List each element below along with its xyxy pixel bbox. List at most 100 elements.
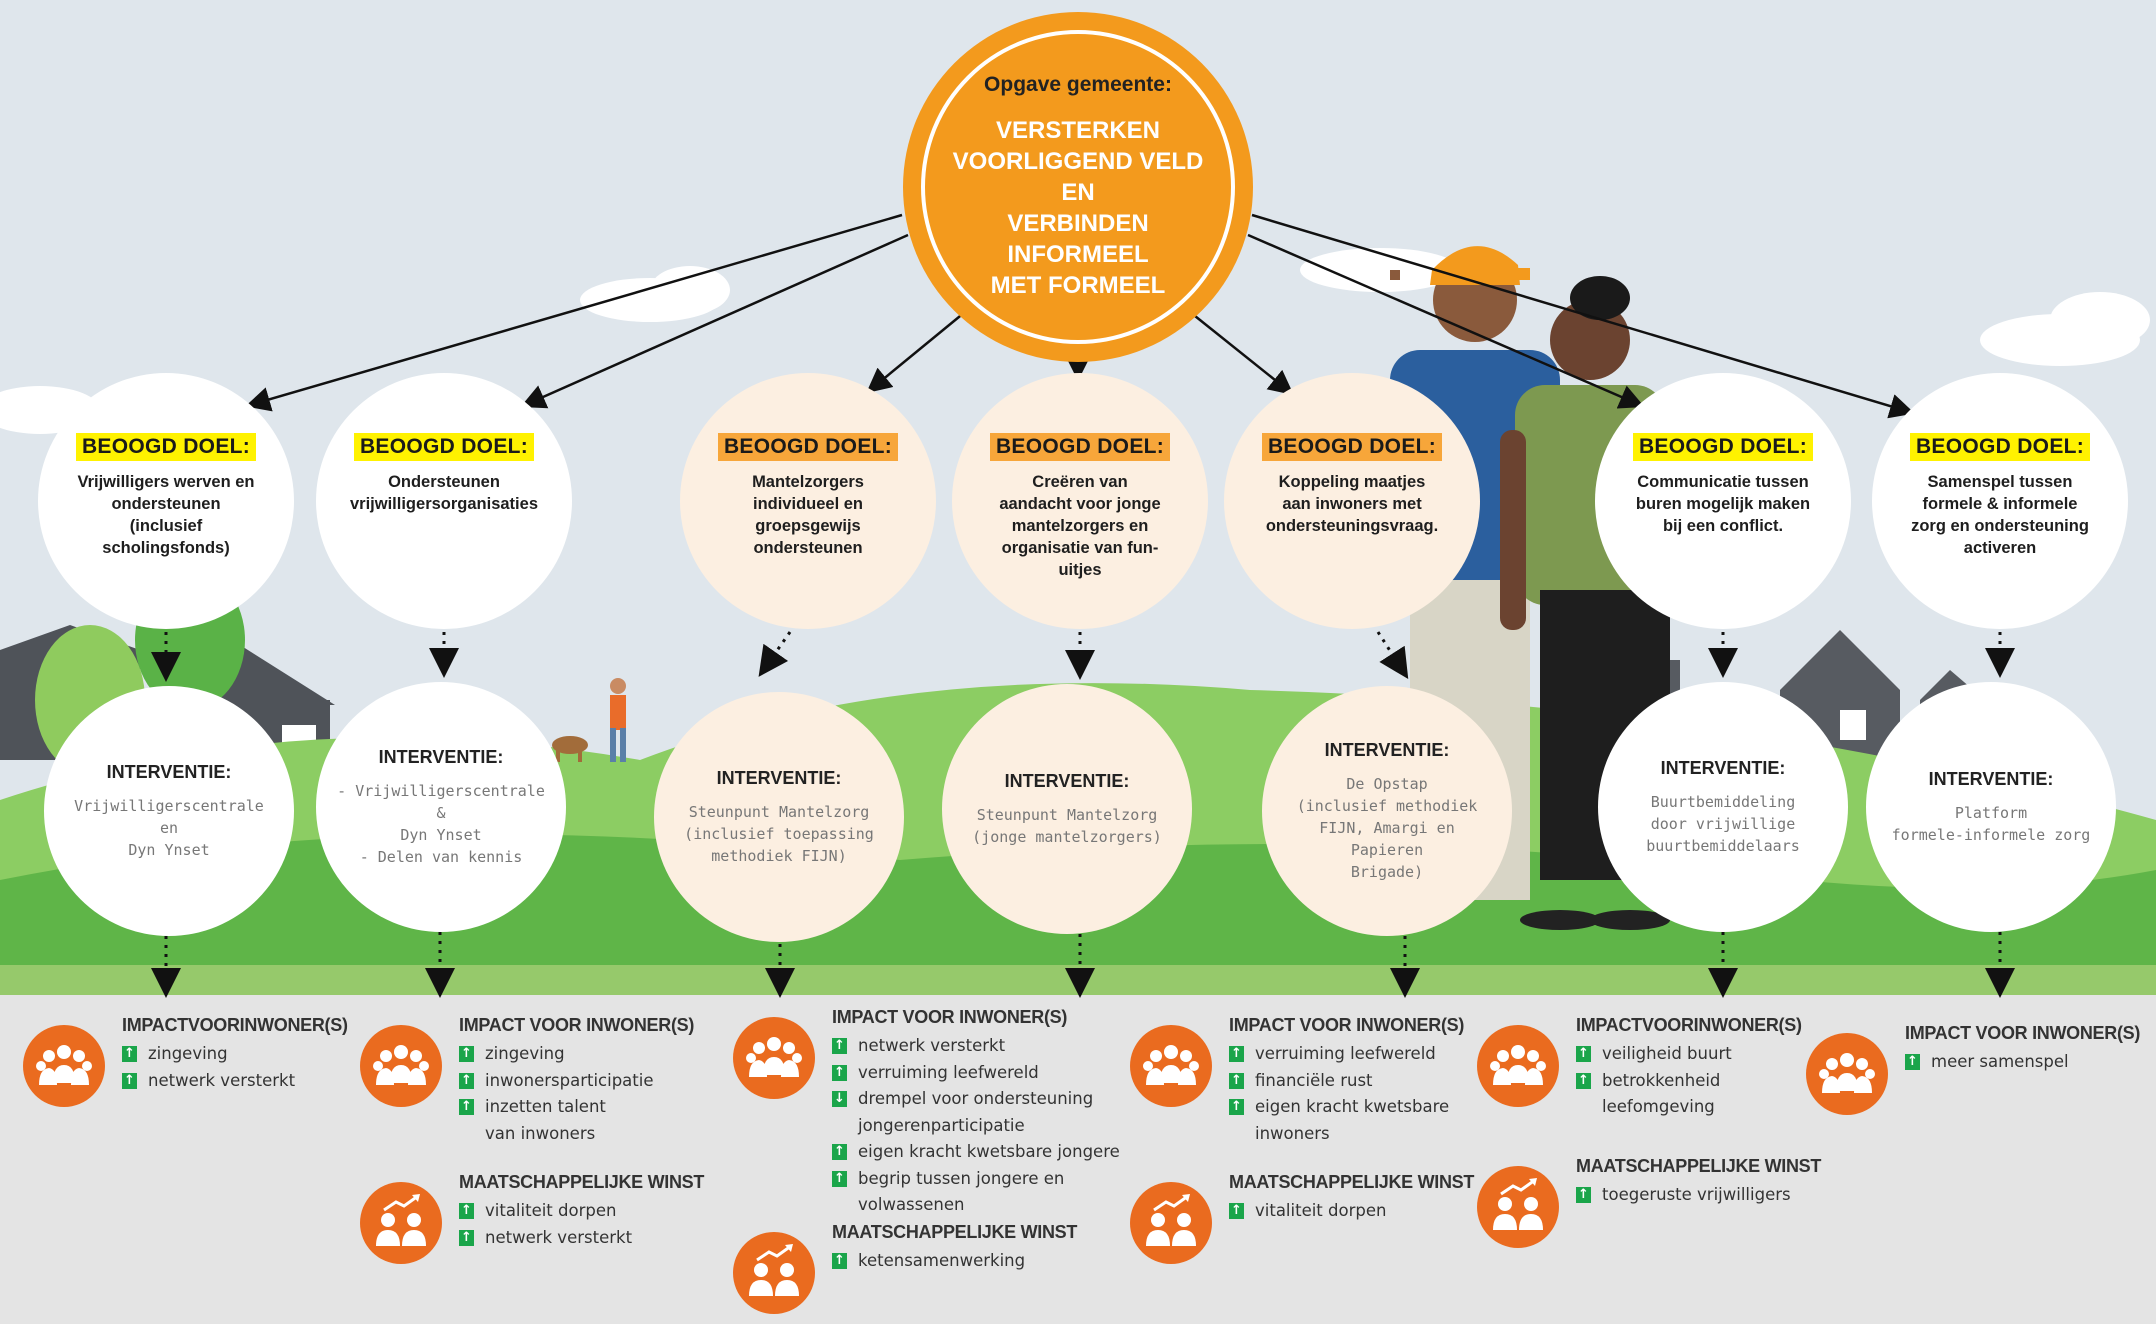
connector-arrow (1189, 311, 1294, 396)
impact-item: ↓drempel voor ondersteuning (832, 1086, 1120, 1113)
intervention-label: INTERVENTIE: (378, 746, 504, 767)
goal-hub-inner: Opgave gemeente: VERSTERKEN VOORLIGGEND … (921, 30, 1235, 344)
impact-list: ↑zingeving↑netwerk versterkt (122, 1041, 295, 1094)
impact-item-text: begrip tussen jongere en (858, 1168, 1065, 1188)
walker-with-dog-icon (552, 678, 626, 762)
impact-item: ↑ eigen kracht kwetsbare jongere (832, 1139, 1120, 1166)
arrow-up-icon: ↑ (1229, 1099, 1244, 1115)
impact-item: ↑eigen kracht kwetsbare (1229, 1094, 1449, 1121)
arrow-up-icon: ↑ (459, 1046, 474, 1062)
growth-people-icon (360, 1182, 442, 1264)
people-group-icon (360, 1025, 442, 1107)
impact-item-text: eigen kracht kwetsbare jongere (858, 1142, 1120, 1161)
impact-list: ↑ verruiming leefwereld ↑ financiële rust ↑e… (1229, 1041, 1449, 1147)
impact-item: ↑ ketensamenwerking (832, 1248, 1025, 1275)
impact-item: ↑netwerk versterkt (122, 1068, 295, 1095)
impact-item-text: jongerenparticipatie (858, 1115, 1025, 1135)
arrow-up-icon: ↑ (1229, 1046, 1244, 1062)
goal-circle-2: BEOOGD DOEL: Ondersteunen vrijwilligerso… (316, 373, 572, 629)
intervention-text: Platform formele-informele zorg (1891, 803, 2091, 844)
impact-item: leefomgeving (1576, 1094, 1732, 1121)
impact-item: ↑betrokkenheid (1576, 1068, 1732, 1095)
growth-people-icon (1477, 1166, 1559, 1248)
impact-item: volwassenen (832, 1192, 1120, 1219)
impact-item: ↑ verruiming leefwereld (1229, 1041, 1449, 1068)
impact-item: ↑verruiming leefwereld (832, 1060, 1120, 1087)
goal-text: Creëren van aandacht voor jonge mantelzo… (999, 473, 1161, 579)
impact-heading: IMPACT VOOR INWONER(S) (832, 1007, 1068, 1027)
goal-label: BEOOGD DOEL: (1632, 433, 1814, 461)
impact-item-text: toegeruste vrijwilligers (1602, 1185, 1791, 1204)
connector-arrow (245, 213, 903, 412)
intervention-text: Vrijwilligerscentrale en Dyn Ynset (74, 796, 264, 859)
intervention-circle-4: INTERVENTIE: Steunpunt Mantelzorg (jonge… (942, 684, 1192, 934)
goal-text: Vrijwilligers werven en ondersteunen (in… (77, 473, 255, 557)
intervention-text: Steunpunt Mantelzorg (inclusief toepassi… (684, 802, 874, 865)
impact-item-text: inwoners (1255, 1123, 1330, 1143)
flow-arrow (758, 631, 792, 677)
arrow-up-icon: ↑ (459, 1229, 474, 1246)
arrow-up-icon: ↑ (832, 1170, 847, 1187)
connector-arrow (520, 233, 909, 409)
goal-text: Samenspel tussen formele & informele zor… (1911, 473, 2089, 557)
arrow-up-icon: ↑ (832, 1253, 847, 1269)
impact-item-text: financiële rust (1255, 1070, 1373, 1090)
winst-list: ↑vitaliteit dorpen↑netwerk versterkt (459, 1198, 632, 1251)
goal-text: Koppeling maatjes aan inwoners met onder… (1265, 473, 1439, 535)
impact-item: ↑vitaliteit dorpen (1229, 1198, 1386, 1225)
impact-list: ↑zingeving↑inwonersparticipatie↑inzetten… (459, 1041, 654, 1147)
winst-list: ↑ toegeruste vrijwilligers (1576, 1182, 1791, 1209)
impact-item-text: inzetten talent (485, 1097, 606, 1116)
impact-item: ↑zingeving (122, 1041, 295, 1068)
intervention-text: De Opstap (inclusief methodiek FIJN, Ama… (1296, 774, 1478, 881)
arrow-up-icon: ↑ (1576, 1187, 1591, 1203)
intervention-circle-1: INTERVENTIE: Vrijwilligerscentrale en Dy… (44, 686, 294, 936)
arrow-up-icon: ↑ (1229, 1072, 1244, 1089)
intervention-label: INTERVENTIE: (1004, 770, 1130, 791)
intervention-text: Buurtbemiddeling door vrijwillige buurtb… (1646, 792, 1800, 855)
impact-heading: IMPACT VOOR INWONER(S) (459, 1015, 695, 1035)
people-group-icon (733, 1017, 815, 1099)
impact-item: inwoners (1229, 1121, 1449, 1148)
arrow-up-icon: ↑ (122, 1046, 137, 1062)
impact-item: jongerenparticipatie (832, 1113, 1120, 1140)
people-group-icon (1806, 1033, 1888, 1115)
intervention-circle-7: INTERVENTIE: Platform formele-informele … (1866, 682, 2116, 932)
impact-item: ↑ veiligheid buurt (1576, 1041, 1732, 1068)
impact-heading: IMPACT VOOR INWONER(S) (1905, 1023, 2141, 1043)
arrow-up-icon: ↑ (1576, 1046, 1591, 1062)
impact-item-text: drempel voor ondersteuning (858, 1089, 1094, 1108)
winst-heading: MAATSCHAPPELIJKE WINST (1576, 1156, 1822, 1176)
impact-item-text: vitaliteit dorpen (485, 1201, 617, 1220)
people-group-icon (23, 1025, 105, 1107)
intervention-label: INTERVENTIE: (1324, 739, 1450, 760)
goal-label: BEOOGD DOEL: (353, 433, 535, 461)
winst-heading: MAATSCHAPPELIJKE WINST (832, 1222, 1078, 1242)
impact-list: ↑meer samenspel (1905, 1049, 2069, 1076)
intervention-label: INTERVENTIE: (716, 767, 842, 788)
impact-item-text: van inwoners (485, 1123, 596, 1143)
impact-item-text: ketensamenwerking (858, 1251, 1026, 1270)
impact-item-text: veiligheid buurt (1602, 1044, 1732, 1063)
goal-circle-7: BEOOGD DOEL: Samenspel tussen formele & … (1872, 373, 2128, 629)
goal-label: BEOOGD DOEL: (1261, 433, 1443, 461)
impact-heading: IMPACTVOORINWONER(S) (1576, 1015, 1802, 1035)
intervention-text: - Vrijwilligerscentrale & Dyn Ynset - De… (337, 781, 545, 866)
arrow-up-icon: ↑ (1576, 1072, 1591, 1089)
impact-item: ↑ toegeruste vrijwilligers (1576, 1182, 1791, 1209)
arrow-up-icon: ↑ (832, 1144, 847, 1160)
impact-item: ↑meer samenspel (1905, 1049, 2069, 1076)
impact-item-text: verruiming leefwereld (1255, 1044, 1436, 1063)
impact-item-text: zingeving (485, 1044, 565, 1063)
hub-title: VERSTERKEN VOORLIGGEND VELD EN VERBINDEN… (952, 117, 1204, 299)
goal-circle-3: BEOOGD DOEL: Mantelzorgers individueel e… (680, 373, 936, 629)
flow-arrow (1376, 631, 1409, 680)
goal-circle-6: BEOOGD DOEL: Communicatie tussen buren m… (1595, 373, 1851, 629)
goal-label: BEOOGD DOEL: (75, 433, 257, 461)
impact-item-text: netwerk versterkt (858, 1036, 1006, 1055)
connector-arrow (1251, 213, 1915, 419)
arrow-up-icon: ↑ (1905, 1054, 1920, 1070)
intervention-label: INTERVENTIE: (1660, 757, 1786, 778)
arrow-up-icon: ↑ (832, 1038, 847, 1054)
